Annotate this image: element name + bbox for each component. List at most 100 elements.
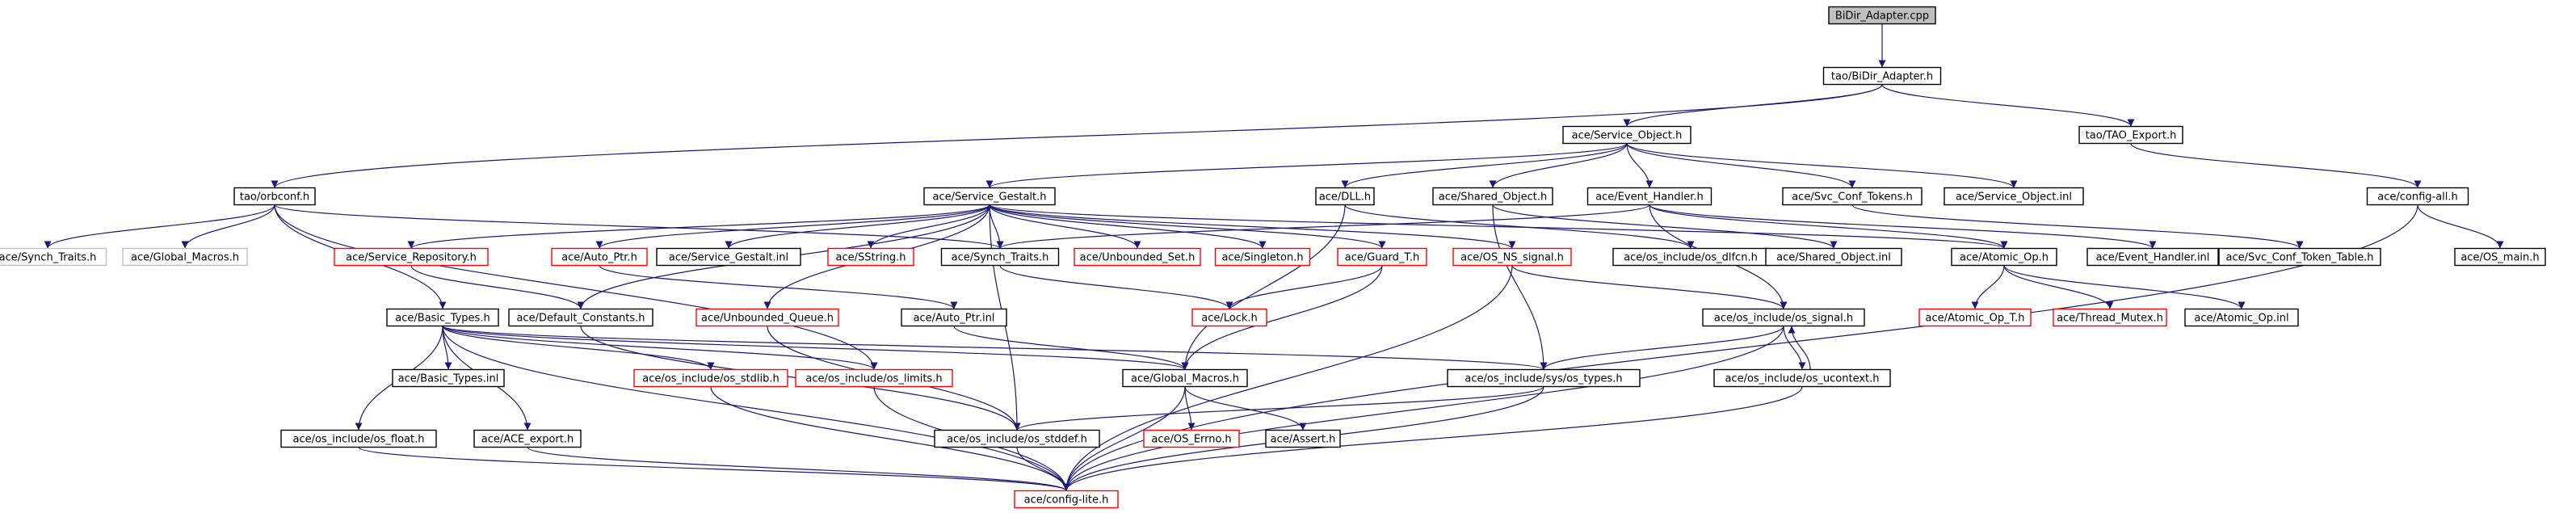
node-box	[1143, 429, 1240, 448]
node-unbounded-set-h[interactable]: ace/Unbounded_Set.h	[1074, 247, 1201, 267]
node-label: ace/config-all.h	[2377, 191, 2458, 204]
node-event-handler-h[interactable]: ace/Event_Handler.h	[1586, 187, 1712, 206]
node-basic-types-inl[interactable]: ace/Basic_Types.inl	[392, 368, 505, 388]
node-label: ace/os_include/os_signal.h	[1714, 313, 1853, 325]
node-os-main-h[interactable]: ace/OS_main.h	[2454, 247, 2546, 267]
node-box	[901, 308, 1007, 327]
node-default-constants-h[interactable]: ace/Default_Constants.h	[508, 308, 653, 327]
node-label: ace/Service_Object.h	[1572, 130, 1683, 142]
node-service-object-inl[interactable]: ace/Service_Object.inl	[1944, 187, 2084, 206]
node-os-limits-h[interactable]: ace/os_include/os_limits.h	[795, 368, 953, 388]
node-unbounded-queue-h[interactable]: ace/Unbounded_Queue.h	[695, 308, 839, 327]
node-box	[633, 368, 788, 388]
node-os-float-h[interactable]: ace/os_include/os_float.h	[280, 429, 437, 448]
node-tao-bidir-h[interactable]: tao/BiDir_Adapter.h	[1822, 66, 1942, 86]
node-guard-t-h[interactable]: ace/Guard_T.h	[1337, 247, 1427, 267]
node-atomic-op-h[interactable]: ace/Atomic_Op.h	[1951, 247, 2057, 267]
node-config-lite-h[interactable]: ace/config-lite.h	[1014, 490, 1119, 509]
node-os-ucontext-h[interactable]: ace/os_include/os_ucontext.h	[1713, 368, 1891, 388]
node-event-handler-inl[interactable]: ace/Event_Handler.inl	[2086, 247, 2219, 267]
node-ace-export-h[interactable]: ace/ACE_export.h	[473, 429, 582, 448]
node-label: ace/Event_Handler.inl	[2096, 252, 2210, 264]
node-label: tao/orbconf.h	[240, 191, 309, 204]
edge-shared_object_h-to-shared_object_inl	[1492, 204, 1838, 250]
edge-event_handler_h-to-synch_traits_h	[996, 204, 1650, 250]
node-auto-ptr-h[interactable]: ace/Auto_Ptr.h	[551, 247, 648, 267]
node-label: ace/Synch_Traits.h	[952, 252, 1049, 264]
node-svc-conf-token-table-h[interactable]: ace/Svc_Conf_Token_Table.h	[2218, 247, 2381, 267]
edge-service_repository_h-to-default_constants_h	[410, 265, 585, 309]
node-service-repository-h[interactable]: ace/Service_Repository.h	[334, 247, 489, 267]
edge-service_gestalt_h-to-unbounded_set_h	[989, 204, 1141, 249]
edge-os_ucontext_h-to-os_signal_h	[1788, 326, 1811, 370]
node-os-errno-h[interactable]: ace/OS_Errno.h	[1143, 429, 1240, 448]
node-config-all-h[interactable]: ace/config-all.h	[2366, 187, 2469, 206]
node-service-gestalt-inl[interactable]: ace/Service_Gestalt.inl	[656, 247, 801, 267]
edge-orbconf_h-to-synch_traits_h	[274, 204, 1004, 250]
node-service-gestalt-h[interactable]: ace/Service_Gestalt.h	[923, 187, 1056, 206]
edge-service_object_h-to-service_gestalt_h	[985, 142, 1628, 189]
node-box	[1822, 66, 1942, 86]
node-os-signal-h[interactable]: ace/os_include/os_signal.h	[1702, 308, 1865, 327]
node-label: ace/ACE_export.h	[481, 434, 574, 446]
node-os-types-h[interactable]: ace/os_include/sys/os_types.h	[1447, 368, 1641, 388]
node-svc-conf-tokens-h[interactable]: ace/Svc_Conf_Tokens.h	[1782, 187, 1923, 206]
node-global-macros-ext[interactable]: ace/Global_Macros.h	[122, 247, 248, 267]
node-atomic-op-t-h[interactable]: ace/Atomic_Op_T.h	[1918, 308, 2032, 327]
node-lock-h[interactable]: ace/Lock.h	[1191, 308, 1267, 327]
node-synch-traits-ext[interactable]: ace/Synch_Traits.h	[0, 247, 107, 267]
node-assert-h[interactable]: ace/Assert.h	[1265, 429, 1341, 448]
node-label: ace/Thread_Mutex.h	[2057, 313, 2163, 325]
node-label: ace/Assert.h	[1271, 434, 1336, 446]
edge-global_macros_h-to-config_lite_h	[1062, 386, 1186, 491]
node-basic-types-h[interactable]: ace/Basic_Types.h	[386, 308, 499, 327]
node-box	[656, 247, 801, 267]
node-sstring-h[interactable]: ace/SString.h	[827, 247, 914, 267]
edge-os_types_h-to-os_stddef_h	[1013, 385, 1544, 431]
node-synch-traits-h[interactable]: ace/Synch_Traits.h	[940, 247, 1060, 267]
node-label: ace/Global_Macros.h	[1131, 373, 1239, 385]
node-box	[795, 368, 953, 388]
node-auto-ptr-inl[interactable]: ace/Auto_Ptr.inl	[901, 308, 1007, 327]
node-box	[940, 247, 1060, 267]
node-global-macros-h[interactable]: ace/Global_Macros.h	[1122, 368, 1248, 388]
edge-guard_t_h-to-lock_h	[1225, 265, 1383, 309]
node-tao-export-h[interactable]: tao/TAO_Export.h	[2078, 125, 2183, 145]
edge-os_ns_signal_h-to-os_signal_h	[1511, 265, 1788, 309]
node-label: ace/os_include/os_stddef.h	[947, 434, 1087, 446]
edge-auto_ptr_inl-to-global_macros_h	[953, 326, 1189, 370]
node-service-object-h[interactable]: ace/Service_Object.h	[1562, 125, 1691, 145]
node-shared-object-h[interactable]: ace/Shared_Object.h	[1432, 187, 1553, 206]
node-os-stddef-h[interactable]: ace/os_include/os_stddef.h	[934, 429, 1100, 448]
edge-os_ucontext_h-to-config_lite_h	[1062, 386, 1803, 491]
node-label: ace/Service_Gestalt.h	[932, 191, 1046, 204]
edge-os_stddef_h-to-config_lite_h	[1016, 447, 1070, 491]
edges-layer	[44, 23, 2504, 492]
node-os-dlfcn-h[interactable]: ace/os_include/os_dlfcn.h	[1612, 247, 1769, 267]
node-atomic-op-inl[interactable]: ace/Atomic_Op.inl	[2184, 308, 2299, 327]
node-label: ace/Service_Object.inl	[1956, 191, 2072, 204]
node-thread-mutex-h[interactable]: ace/Thread_Mutex.h	[2053, 308, 2167, 327]
node-label: ace/Singleton.h	[1221, 252, 1303, 264]
node-orbconf-h[interactable]: tao/orbconf.h	[233, 187, 316, 206]
node-box	[827, 247, 914, 267]
edge-service_gestalt_h-to-os_ns_signal_h	[989, 204, 1516, 250]
edge-basic_types_h-to-os_stdlib_h	[442, 326, 715, 370]
edge-config_all_h-to-os_main_h	[2417, 204, 2504, 249]
node-os-stdlib-h[interactable]: ace/os_include/os_stdlib.h	[633, 368, 788, 388]
node-singleton-h[interactable]: ace/Singleton.h	[1214, 247, 1311, 267]
node-box	[1432, 187, 1553, 206]
node-shared-object-inl[interactable]: ace/Shared_Object.inl	[1765, 247, 1902, 267]
node-label: ace/Synch_Traits.h	[0, 252, 96, 264]
node-box	[280, 429, 437, 448]
edge-os_signal_h-to-config_lite_h	[1062, 326, 1784, 491]
node-box	[2086, 247, 2219, 267]
node-label: tao/TAO_Export.h	[2086, 130, 2177, 142]
node-os-ns-signal-h[interactable]: ace/OS_NS_signal.h	[1452, 247, 1572, 267]
edge-event_handler_h-to-event_handler_inl	[1649, 204, 2157, 250]
node-dll-h[interactable]: ace/DLL.h	[1315, 187, 1375, 206]
node-box	[233, 187, 316, 206]
node-label: ace/Shared_Object.h	[1439, 191, 1547, 204]
node-label: ace/os_include/os_dlfcn.h	[1624, 252, 1758, 264]
node-label: ace/Unbounded_Queue.h	[701, 313, 834, 325]
